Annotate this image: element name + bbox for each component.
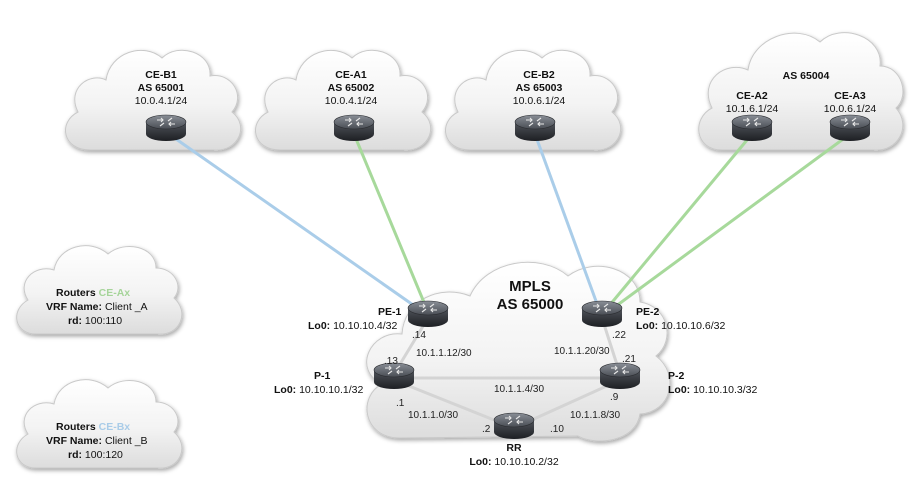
rr-name: RR: [506, 442, 522, 454]
if-p1-down: .1: [396, 398, 405, 409]
legend-a-routers: Routers CE-Ax: [56, 287, 131, 299]
link-ce-a2-pe2: [602, 133, 754, 313]
ce-b2-as: AS 65003: [515, 82, 563, 94]
ce-a3-net: 10.0.6.1/24: [823, 103, 877, 115]
subnet-p2-rr: 10.1.1.8/30: [570, 410, 621, 421]
p1-name: P-1: [314, 370, 331, 382]
legend-a-rd: rd: 100:110: [68, 315, 123, 327]
ce-a1-as: AS 65002: [327, 82, 375, 94]
if-p2-down: .9: [610, 392, 619, 403]
if-p1-up: .13: [384, 356, 398, 367]
cloud-as65004: [698, 32, 904, 151]
legend-a-vrf: VRF Name: Client _A: [46, 301, 148, 313]
ce-b1-name: CE-B1: [145, 69, 177, 81]
ce-b2-name: CE-B2: [523, 69, 555, 81]
legend-b-vrf: VRF Name: Client _B: [46, 435, 148, 447]
subnet-pe2-p2: 10.1.1.20/30: [554, 346, 610, 357]
router-ce-b2-icon[interactable]: [514, 114, 556, 142]
p1-loopback: Lo0: 10.10.10.1/32: [274, 384, 364, 396]
router-p2-icon[interactable]: [599, 362, 641, 390]
router-pe1-icon[interactable]: [407, 300, 449, 328]
ce-a2-name: CE-A2: [736, 90, 768, 102]
p2-loopback: Lo0: 10.10.10.3/32: [668, 384, 758, 396]
rr-loopback: Lo0: 10.10.10.2/32: [469, 456, 559, 468]
ce-a3-name: CE-A3: [834, 90, 866, 102]
ce-b2-net: 10.0.6.1/24: [512, 95, 566, 107]
as65004-label: AS 65004: [782, 70, 830, 82]
cloud-ce-b2: [445, 49, 622, 151]
router-ce-b1-icon[interactable]: [145, 114, 187, 142]
if-pe1: .14: [412, 330, 426, 341]
ce-b1-net: 10.0.4.1/24: [134, 95, 188, 107]
pe1-loopback: Lo0: 10.10.10.4/32: [308, 320, 398, 332]
router-ce-a1-icon[interactable]: [333, 114, 375, 142]
pe2-loopback: Lo0: 10.10.10.6/32: [636, 320, 726, 332]
mpls-title: MPLS: [509, 278, 551, 295]
link-ce-b1-pe1: [165, 130, 427, 316]
router-ce-a3-icon[interactable]: [829, 114, 871, 142]
ce-a1-name: CE-A1: [335, 69, 367, 81]
pe2-name: PE-2: [636, 306, 660, 318]
if-rr-left: .2: [482, 424, 491, 435]
cloud-legend-a: [16, 245, 183, 335]
ce-b1-as: AS 65001: [137, 82, 185, 94]
subnet-p1-p2: 10.1.1.4/30: [494, 384, 545, 395]
mpls-as: AS 65000: [496, 296, 564, 313]
if-p2-up: .21: [622, 354, 636, 365]
router-rr-icon[interactable]: [493, 412, 535, 440]
subnet-p1-rr: 10.1.1.0/30: [408, 410, 459, 421]
legend-b-routers: Routers CE-Bx: [56, 421, 131, 433]
p2-name: P-2: [668, 370, 685, 382]
ce-a2-net: 10.1.6.1/24: [725, 103, 779, 115]
legend-b-rd: rd: 100:120: [68, 449, 123, 461]
pe1-name: PE-1: [378, 306, 402, 318]
cloud-legend-b: [16, 379, 183, 469]
subnet-pe1-p1: 10.1.1.12/30: [416, 348, 472, 359]
if-rr-right: .10: [550, 424, 564, 435]
ce-a1-net: 10.0.4.1/24: [324, 95, 378, 107]
link-ce-a3-pe2: [607, 132, 851, 314]
if-pe2: .22: [612, 330, 626, 341]
cloud-ce-a1: [255, 49, 432, 151]
router-pe2-icon[interactable]: [581, 300, 623, 328]
link-ce-b2-pe2: [533, 133, 602, 313]
router-ce-a2-icon[interactable]: [731, 114, 773, 142]
link-ce-a1-pe1: [352, 133, 430, 313]
cloud-ce-b1: [65, 49, 242, 151]
